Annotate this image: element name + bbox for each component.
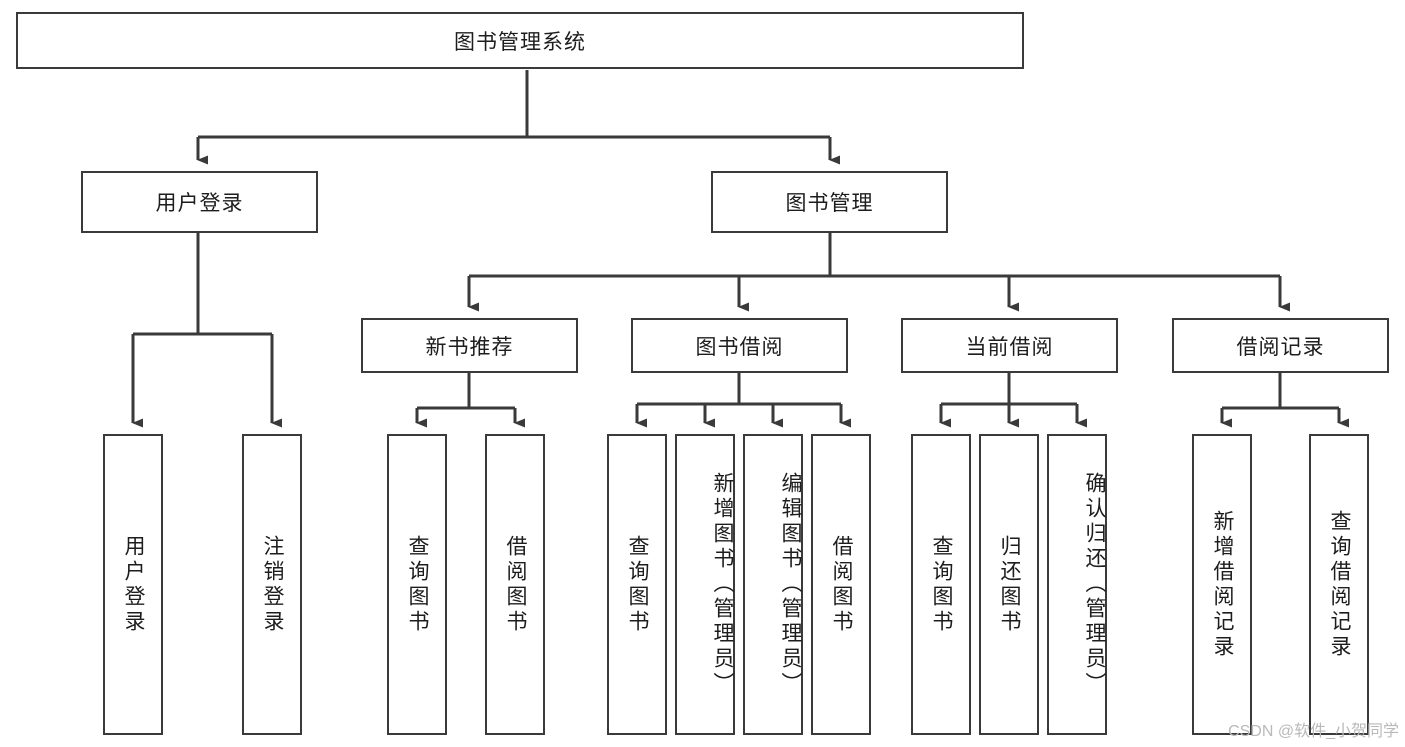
leaf-edit-book-admin[interactable]: 编辑图书（管理员） xyxy=(743,434,803,735)
leaf-add-book-admin[interactable]: 新增图书（管理员） xyxy=(675,434,735,735)
node-label: 归还图书 xyxy=(998,534,1022,635)
leaf-confirm-return-admin[interactable]: 确认归还（管理员） xyxy=(1047,434,1107,735)
node-label: 新增借阅记录 xyxy=(1211,509,1235,660)
leaf-query-book-borrow[interactable]: 查询图书 xyxy=(607,434,667,735)
node-label: 图书管理 xyxy=(785,192,874,215)
leaf-logout[interactable]: 注销登录 xyxy=(242,434,302,735)
leaf-return-book[interactable]: 归还图书 xyxy=(979,434,1039,735)
leaf-borrow-book-recommend[interactable]: 借阅图书 xyxy=(485,434,545,735)
leaf-add-borrow-record[interactable]: 新增借阅记录 xyxy=(1192,434,1252,735)
leaf-borrow-book[interactable]: 借阅图书 xyxy=(811,434,871,735)
node-label: 当前借阅 xyxy=(965,335,1054,359)
watermark: CSDN @软件_小贺同学 xyxy=(1228,723,1399,740)
node-label: 查询图书 xyxy=(626,534,650,635)
node-label: 注销登录 xyxy=(261,534,285,635)
node-label: 用户登录 xyxy=(155,192,244,215)
node-label: 借阅记录 xyxy=(1236,335,1325,359)
node-user-login[interactable]: 用户登录 xyxy=(81,171,318,233)
node-label: 查询借阅记录 xyxy=(1328,509,1352,660)
leaf-query-borrow-record[interactable]: 查询借阅记录 xyxy=(1309,434,1369,735)
node-new-book-recommend[interactable]: 新书推荐 xyxy=(361,318,578,373)
leaf-user-login[interactable]: 用户登录 xyxy=(103,434,163,735)
node-book-management[interactable]: 图书管理 xyxy=(711,171,948,233)
node-label: 借阅图书 xyxy=(504,534,528,635)
node-borrow-record[interactable]: 借阅记录 xyxy=(1172,318,1389,373)
node-label: 查询图书 xyxy=(930,534,954,635)
leaf-query-book-current[interactable]: 查询图书 xyxy=(911,434,971,735)
node-root[interactable]: 图书管理系统 xyxy=(16,12,1024,69)
node-label: 编辑图书（管理员） xyxy=(779,472,802,697)
node-label: 用户登录 xyxy=(122,534,146,635)
leaf-query-book-recommend[interactable]: 查询图书 xyxy=(387,434,447,735)
node-label: 确认归还（管理员） xyxy=(1083,472,1106,697)
node-book-borrow[interactable]: 图书借阅 xyxy=(631,318,848,373)
node-label: 借阅图书 xyxy=(830,534,854,635)
node-label: 图书管理系统 xyxy=(454,30,586,54)
node-label: 新增图书（管理员） xyxy=(711,472,734,697)
node-label: 查询图书 xyxy=(406,534,430,635)
node-label: 新书推荐 xyxy=(425,335,514,359)
node-current-borrow[interactable]: 当前借阅 xyxy=(901,318,1118,373)
node-label: 图书借阅 xyxy=(695,335,784,359)
